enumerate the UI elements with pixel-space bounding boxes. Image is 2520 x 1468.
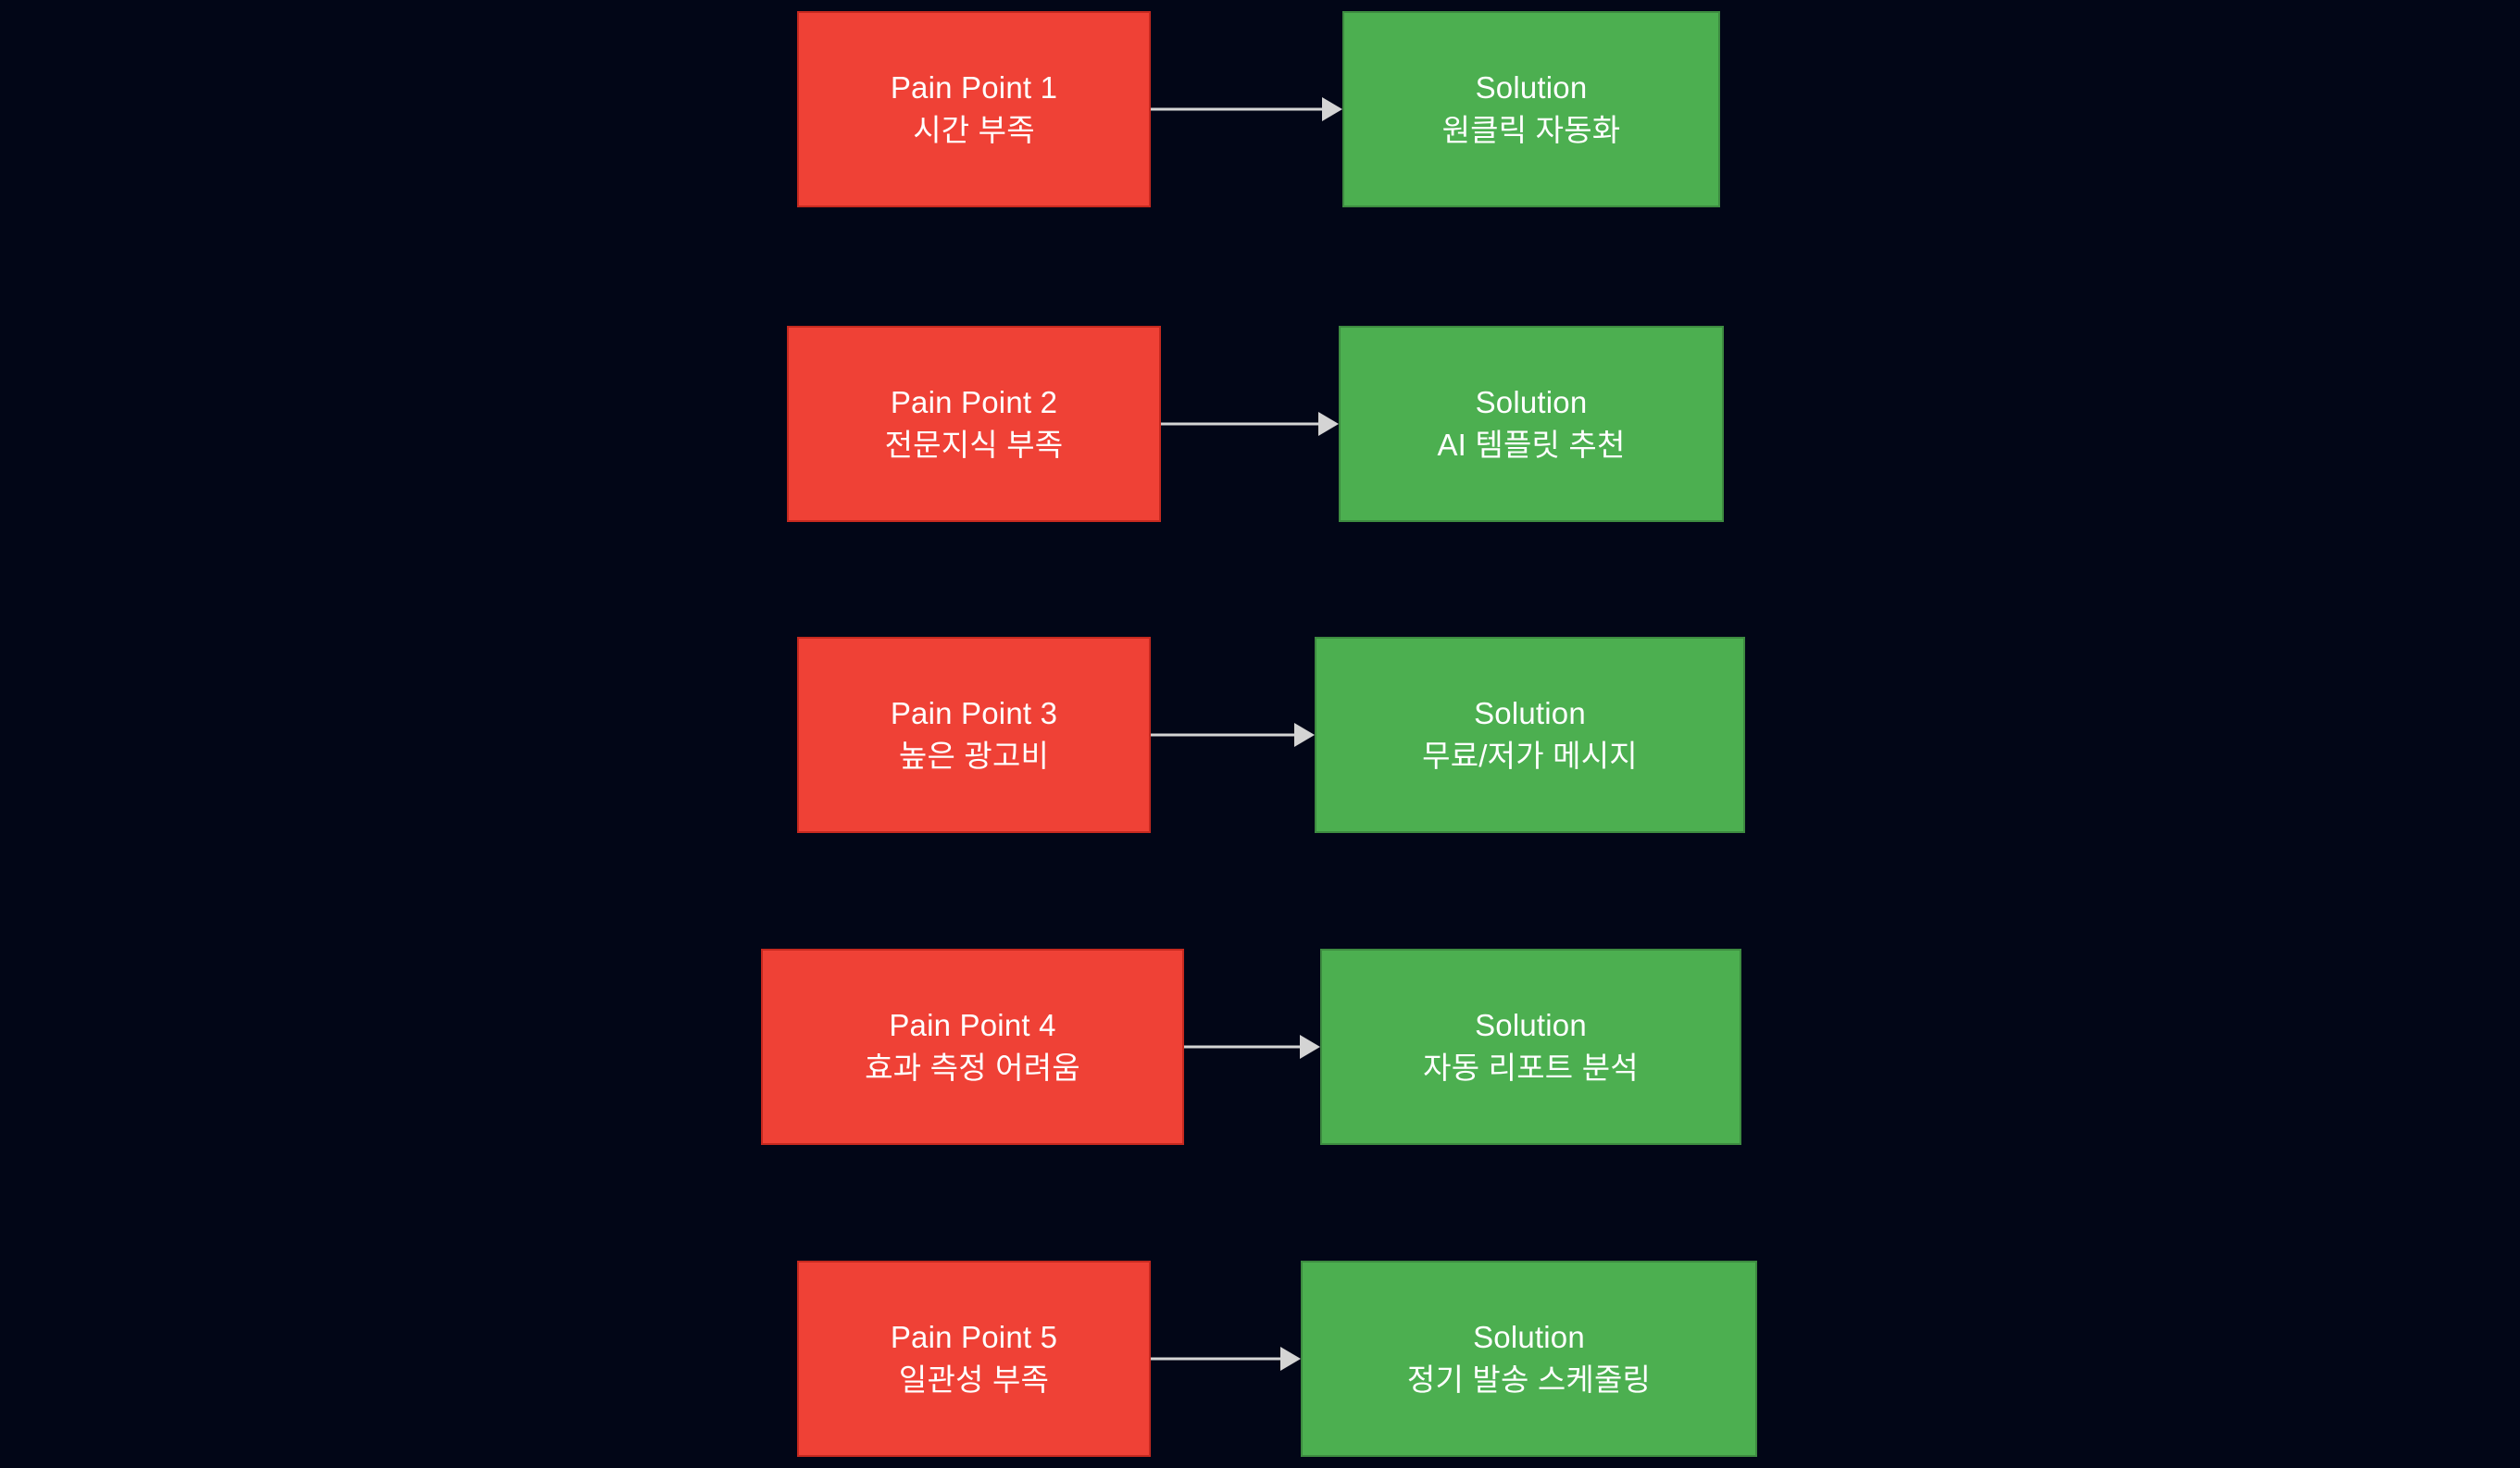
arrow-icon xyxy=(1161,412,1339,436)
pain-point-detail: 높은 광고비 xyxy=(898,739,1050,773)
pain-point-title: Pain Point 3 xyxy=(890,695,1058,730)
pain-point-title: Pain Point 4 xyxy=(889,1007,1056,1042)
solution-title: Solution xyxy=(1475,384,1588,419)
pain-point-detail: 시간 부족 xyxy=(913,113,1035,147)
pain-point-title: Pain Point 1 xyxy=(890,69,1058,105)
arrow-head xyxy=(1300,1035,1320,1059)
solution-node[interactable]: Solution 정기 발송 스케줄링 xyxy=(1301,1261,1757,1457)
arrow-icon xyxy=(1151,97,1342,121)
flow-row: Pain Point 2 전문지식 부족 Solution AI 템플릿 추천 xyxy=(787,326,1724,522)
arrow-head xyxy=(1318,412,1339,436)
pain-point-detail: 전문지식 부족 xyxy=(884,428,1064,462)
arrow-head xyxy=(1322,97,1342,121)
pain-point-detail: 일관성 부족 xyxy=(898,1362,1050,1397)
flow-row: Pain Point 1 시간 부족 Solution 원클릭 자동화 xyxy=(797,11,1720,207)
pain-point-node[interactable]: Pain Point 3 높은 광고비 xyxy=(797,637,1151,833)
flow-row: Pain Point 4 효과 측정 어려움 Solution 자동 리포트 분석 xyxy=(761,949,1741,1145)
solution-title: Solution xyxy=(1474,695,1586,730)
arrow-head xyxy=(1294,723,1315,747)
pain-point-title: Pain Point 5 xyxy=(890,1319,1058,1354)
flow-row: Pain Point 5 일관성 부족 Solution 정기 발송 스케줄링 xyxy=(797,1261,1757,1457)
solution-detail: 원클릭 자동화 xyxy=(1441,113,1621,147)
pain-point-node[interactable]: Pain Point 2 전문지식 부족 xyxy=(787,326,1161,522)
solution-node[interactable]: Solution 원클릭 자동화 xyxy=(1342,11,1720,207)
solution-title: Solution xyxy=(1475,69,1588,105)
pain-point-node[interactable]: Pain Point 5 일관성 부족 xyxy=(797,1261,1151,1457)
pain-point-detail: 효과 측정 어려움 xyxy=(865,1051,1080,1085)
arrow-icon xyxy=(1184,1035,1320,1059)
solution-title: Solution xyxy=(1473,1319,1585,1354)
solution-detail: 정기 발송 스케줄링 xyxy=(1406,1362,1652,1397)
pain-point-node[interactable]: Pain Point 4 효과 측정 어려움 xyxy=(761,949,1184,1145)
arrow-shaft xyxy=(1151,107,1322,111)
flow-row: Pain Point 3 높은 광고비 Solution 무료/저가 메시지 xyxy=(797,637,1745,833)
solution-detail: 무료/저가 메시지 xyxy=(1422,739,1638,773)
solution-node[interactable]: Solution AI 템플릿 추천 xyxy=(1339,326,1724,522)
arrow-icon xyxy=(1151,1347,1301,1371)
solution-detail: 자동 리포트 분석 xyxy=(1423,1051,1639,1085)
pain-point-node[interactable]: Pain Point 1 시간 부족 xyxy=(797,11,1151,207)
arrow-shaft xyxy=(1161,422,1318,426)
solution-title: Solution xyxy=(1475,1007,1587,1042)
arrow-shaft xyxy=(1151,733,1294,737)
arrow-head xyxy=(1280,1347,1301,1371)
pain-point-title: Pain Point 2 xyxy=(890,384,1058,419)
solution-node[interactable]: Solution 무료/저가 메시지 xyxy=(1315,637,1745,833)
solution-node[interactable]: Solution 자동 리포트 분석 xyxy=(1320,949,1741,1145)
solution-detail: AI 템플릿 추천 xyxy=(1437,428,1626,462)
arrow-shaft xyxy=(1151,1357,1280,1361)
arrow-icon xyxy=(1151,723,1315,747)
arrow-shaft xyxy=(1184,1045,1300,1049)
